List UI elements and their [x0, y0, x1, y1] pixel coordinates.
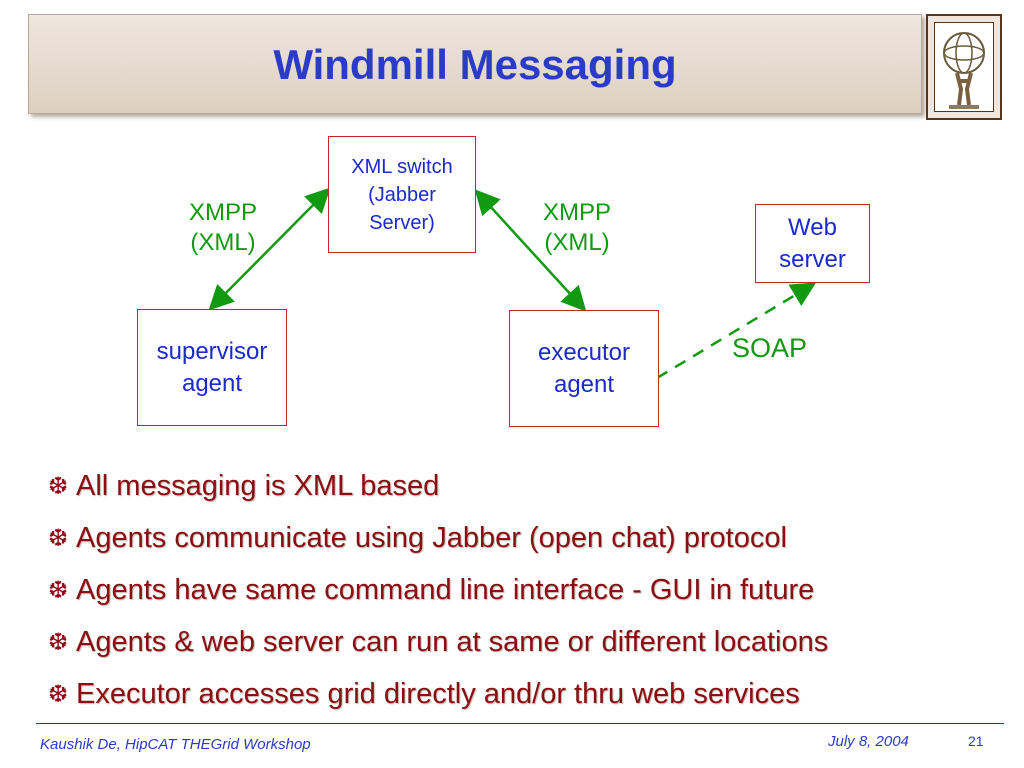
bullet-item: ❆ All messaging is XML based [48, 460, 1008, 512]
edge-label-xmpp-left: XMPP (XML) [188, 199, 257, 256]
atlas-logo-image [934, 22, 994, 112]
atlas-logo [926, 14, 1002, 120]
edge-label-soap: SOAP [732, 333, 808, 363]
supervisor-agent-node: supervisor agent [137, 309, 287, 426]
bullet-item: ❆ Agents have same command line interfac… [48, 564, 1008, 616]
title-bar: Windmill Messaging [28, 14, 922, 114]
page-title: Windmill Messaging [273, 41, 677, 88]
bullet-text: Agents communicate using Jabber (open ch… [76, 521, 787, 554]
executor-agent-node: executor agent [509, 310, 659, 427]
snowflake-icon: ❆ [48, 628, 69, 656]
xml-switch-node: XML switch (Jabber Server) [328, 136, 476, 253]
bullet-item: ❆ Executor accesses grid directly and/or… [48, 668, 1008, 720]
page-number: 21 [968, 733, 984, 749]
bullet-list: ❆ All messaging is XML based ❆ Agents co… [48, 460, 1008, 720]
snowflake-icon: ❆ [48, 472, 69, 500]
bullet-text: Agents & web server can run at same or d… [76, 625, 829, 658]
edge-label-xmpp-right: XMPP (XML) [542, 199, 611, 256]
snowflake-icon: ❆ [48, 576, 69, 604]
edge-executor-switch [474, 189, 587, 312]
bullet-text: All messaging is XML based [76, 469, 440, 502]
bullet-item: ❆ Agents & web server can run at same or… [48, 616, 1008, 668]
edge-executor-web-soap [656, 282, 817, 380]
bullet-text: Executor accesses grid directly and/or t… [76, 677, 800, 710]
web-server-label: Web server [779, 213, 846, 273]
supervisor-agent-label: supervisor agent [156, 337, 268, 397]
footer-divider [36, 723, 1004, 724]
xml-switch-label: XML switch (Jabber Server) [351, 155, 453, 234]
web-server-node: Web server [755, 204, 870, 283]
snowflake-icon: ❆ [48, 524, 69, 552]
bullet-text: Agents have same command line interface … [76, 573, 815, 606]
snowflake-icon: ❆ [48, 680, 69, 708]
edge-supervisor-switch [208, 187, 331, 311]
footer-author: Kaushik De, HipCAT THEGrid Workshop [40, 736, 311, 753]
footer-date: July 8, 2004 [828, 733, 909, 750]
executor-agent-label: executor agent [537, 338, 631, 398]
bullet-item: ❆ Agents communicate using Jabber (open … [48, 512, 1008, 564]
atlas-figure-icon [943, 32, 985, 109]
